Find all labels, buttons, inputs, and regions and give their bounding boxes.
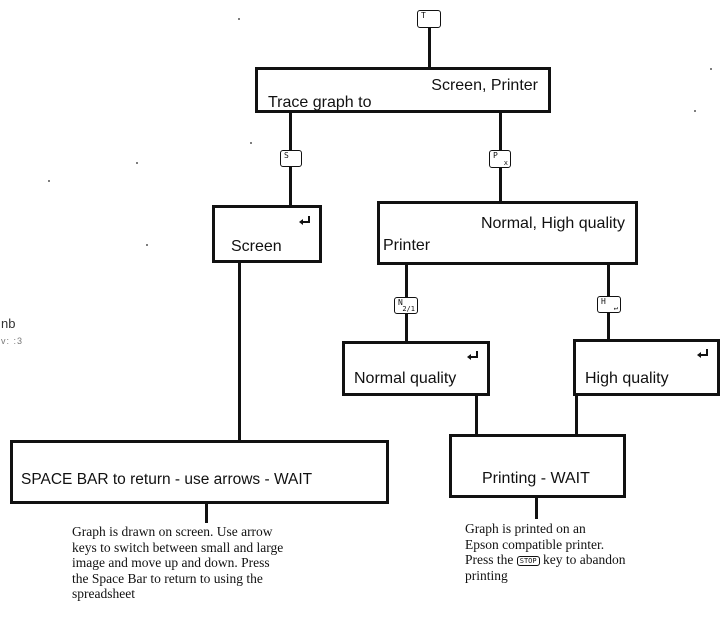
scan-speck: [136, 162, 138, 164]
scan-speck: [48, 180, 50, 182]
connector-normal-to-printing: [475, 395, 478, 435]
printer-note: Graph is printed on an Epson compatible …: [465, 521, 626, 583]
scan-speck: [146, 244, 148, 246]
printer-box: Normal, High quality Printer: [377, 201, 638, 265]
scan-speck: [694, 110, 696, 112]
enter-icon: [467, 351, 478, 360]
connector-h-key-to-high: [607, 313, 610, 339]
connector-s-key-to-screen: [289, 167, 292, 205]
high-quality-box: High quality: [573, 339, 720, 396]
screen-box: Screen: [212, 205, 322, 263]
scan-speck: [710, 68, 712, 70]
connector-n-key-to-normal: [405, 314, 408, 342]
space-bar-box: SPACE BAR to return - use arrows - WAIT: [10, 440, 389, 504]
connector-spacebar-to-note: [205, 503, 208, 523]
scan-speck: [238, 18, 240, 20]
connector-printer-to-n-key: [405, 265, 408, 297]
p-key-icon: P x: [489, 150, 511, 168]
connector-high-to-printing: [575, 395, 578, 435]
connector-trace-to-p-key: [499, 113, 502, 150]
n-key-icon: N 2/1: [394, 297, 418, 314]
printing-box: Printing - WAIT: [449, 434, 626, 498]
left-edge-fragment: v: :3: [1, 336, 24, 346]
normal-quality-label: Normal quality: [354, 370, 457, 387]
trace-options-label: Screen, Printer: [431, 77, 538, 94]
printing-label: Printing - WAIT: [482, 470, 590, 487]
connector-trace-to-s-key: [289, 113, 292, 151]
printer-options-label: Normal, High quality: [480, 215, 625, 232]
high-quality-label: High quality: [585, 370, 669, 387]
s-key-icon: S: [280, 150, 302, 167]
enter-icon: [697, 349, 708, 358]
connector-p-key-to-printer: [499, 168, 502, 201]
normal-quality-box: Normal quality: [342, 341, 490, 396]
connector-printing-to-note: [535, 497, 538, 519]
screen-note: Graph is drawn on screen. Use arrow keys…: [72, 524, 284, 601]
printer-title-label: Printer: [383, 237, 431, 254]
connector-t-to-trace: [428, 28, 431, 68]
connector-screen-to-spacebar: [238, 263, 241, 441]
scan-speck: [250, 142, 252, 144]
t-key-icon: T: [417, 10, 441, 28]
stop-key-icon: STOP: [516, 556, 540, 566]
left-edge-fragment: nb: [1, 316, 16, 331]
trace-title-label: Trace graph to: [268, 94, 372, 111]
enter-icon: [299, 216, 310, 225]
trace-graph-box: Screen, Printer Trace graph to: [255, 67, 551, 113]
screen-label: Screen: [231, 238, 282, 255]
connector-printer-to-h-key: [607, 265, 610, 296]
h-key-icon: H ↵: [597, 296, 621, 313]
space-bar-label: SPACE BAR to return - use arrows - WAIT: [21, 471, 313, 488]
